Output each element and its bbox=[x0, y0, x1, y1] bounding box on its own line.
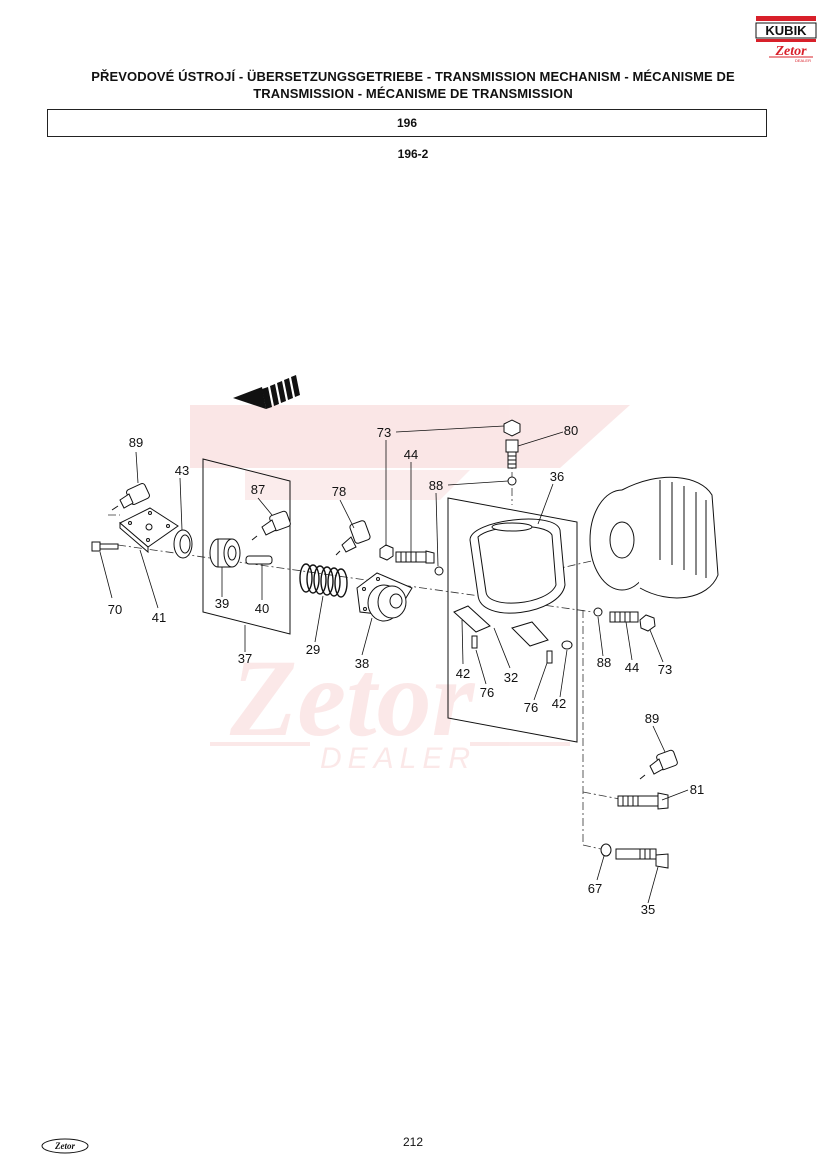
part-76-pins bbox=[471, 635, 553, 664]
group-frame-36 bbox=[447, 497, 578, 743]
kubik-zetor-logo: KUBIK Zetor DEALER bbox=[755, 16, 817, 63]
watermark: Zetor DEALER bbox=[190, 405, 630, 775]
part-38-cylinder-housing bbox=[356, 572, 413, 622]
callout-76-left: 76 bbox=[480, 685, 494, 700]
part-88-top-washer bbox=[507, 476, 517, 486]
callout-70: 70 bbox=[108, 602, 122, 617]
callout-81: 81 bbox=[690, 782, 704, 797]
callout-38: 38 bbox=[355, 656, 369, 671]
callout-73-right: 73 bbox=[658, 662, 672, 677]
callout-89-lower: 89 bbox=[645, 711, 659, 726]
callout-44-top: 44 bbox=[404, 447, 418, 462]
callout-37: 37 bbox=[238, 651, 252, 666]
part-67-washer bbox=[600, 843, 612, 857]
svg-text:Zetor: Zetor bbox=[229, 637, 476, 759]
callout-88-top: 88 bbox=[429, 478, 443, 493]
part-88-right-washer bbox=[593, 607, 603, 617]
part-81-bolt bbox=[617, 792, 669, 810]
part-36-brake-band bbox=[469, 518, 566, 614]
zetor-logo-text: Zetor bbox=[774, 44, 807, 59]
callout-36: 36 bbox=[550, 469, 564, 484]
title-line-2: TRANSMISSION - MÉCANISME DE TRANSMISSION bbox=[253, 86, 573, 101]
part-39-piston bbox=[209, 538, 241, 568]
part-43-seal-ring bbox=[173, 529, 193, 559]
dealer-logo-text: DEALER bbox=[795, 58, 811, 63]
part-87-grease-nipple bbox=[251, 510, 291, 541]
callout-88-right: 88 bbox=[597, 655, 611, 670]
part-32-band-lugs bbox=[453, 605, 573, 650]
callout-80: 80 bbox=[564, 423, 578, 438]
part-78-grease-nipple bbox=[335, 520, 371, 556]
callout-labels: 89 43 87 78 73 80 44 88 36 70 41 39 40 3… bbox=[108, 423, 704, 917]
subsection-number: 196-2 bbox=[397, 147, 429, 161]
callout-67: 67 bbox=[588, 881, 602, 896]
callout-43: 43 bbox=[175, 463, 189, 478]
callout-78: 78 bbox=[332, 484, 346, 499]
callout-44-right: 44 bbox=[625, 660, 639, 675]
part-70-bolt bbox=[91, 541, 119, 552]
title-line-1: PŘEVODOVÉ ÚSTROJÍ - ÜBERSETZUNGSGETRIEBE… bbox=[91, 69, 735, 84]
part-89-lower-grease-nipple bbox=[639, 749, 678, 780]
callout-73-top: 73 bbox=[377, 425, 391, 440]
part-88-washer bbox=[434, 566, 444, 576]
callout-29: 29 bbox=[306, 642, 320, 657]
part-73-80-top-fitting bbox=[503, 419, 521, 469]
leader-lines bbox=[99, 425, 689, 904]
footer-zetor-text: Zetor bbox=[54, 1141, 75, 1151]
page-number: 212 bbox=[402, 1135, 424, 1149]
callout-76-right: 76 bbox=[524, 700, 538, 715]
group-frame-37 bbox=[202, 458, 291, 635]
part-89-grease-nipple bbox=[111, 483, 150, 511]
callout-41: 41 bbox=[152, 610, 166, 625]
section-number: 196 bbox=[396, 116, 418, 130]
callout-35: 35 bbox=[641, 902, 655, 917]
part-40-pin bbox=[245, 555, 273, 565]
brake-drum bbox=[589, 476, 719, 599]
callout-87: 87 bbox=[251, 482, 265, 497]
callout-89: 89 bbox=[129, 435, 143, 450]
callout-42-right: 42 bbox=[552, 696, 566, 711]
svg-text:DEALER: DEALER bbox=[320, 742, 476, 775]
footer-zetor-logo: Zetor bbox=[41, 1138, 89, 1154]
page-title: PŘEVODOVÉ ÚSTROJÍ - ÜBERSETZUNGSGETRIEBE… bbox=[40, 68, 786, 102]
part-73-right-nut bbox=[639, 614, 656, 632]
part-44-right-screw bbox=[609, 611, 639, 623]
callout-39: 39 bbox=[215, 596, 229, 611]
part-35-bolt bbox=[615, 848, 669, 869]
part-29-spring bbox=[299, 563, 348, 598]
callout-42-left: 42 bbox=[456, 666, 470, 681]
kubik-logo-text: KUBIK bbox=[765, 23, 807, 38]
part-41-cover-plate bbox=[119, 507, 179, 554]
callout-32: 32 bbox=[504, 670, 518, 685]
part-44-adjusting-screw bbox=[395, 550, 435, 564]
part-73-nut bbox=[379, 544, 394, 561]
direction-arrow-icon bbox=[233, 375, 300, 409]
callout-40: 40 bbox=[255, 601, 269, 616]
section-number-box: 196 bbox=[47, 109, 767, 137]
